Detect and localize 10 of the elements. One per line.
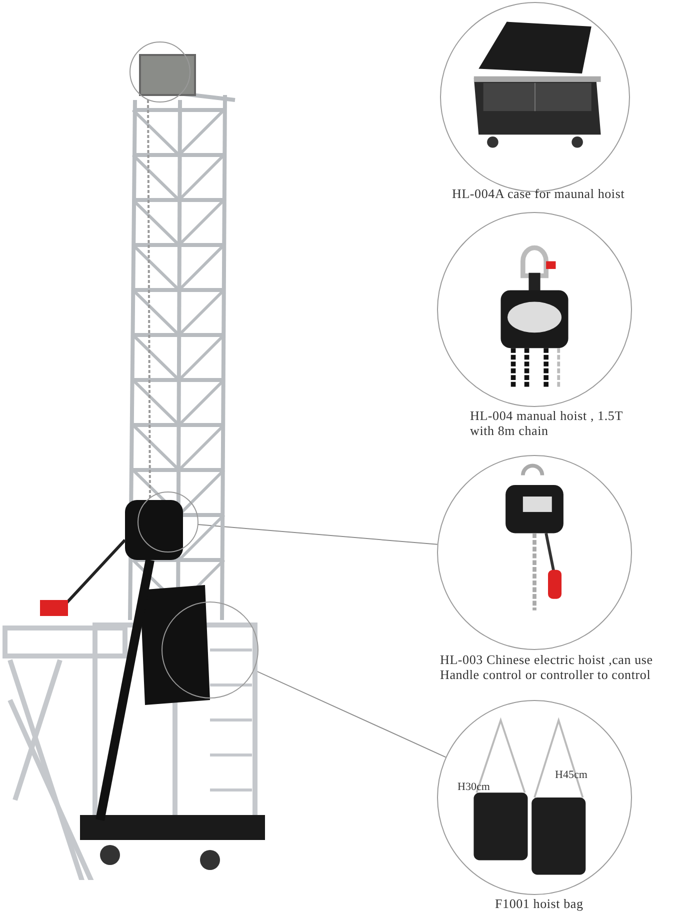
product-caption: HL-004 manual hoist , 1.5T with 8m chain <box>470 408 624 438</box>
product-caption: HL-004A case for maunal hoist <box>452 186 626 201</box>
detail-circle <box>162 602 258 698</box>
product-caption: HL-003 Chinese electric hoist ,can use Handle control or controller to control <box>440 652 654 682</box>
detail-circle <box>138 492 198 552</box>
dimension-label: H45cm <box>555 769 588 782</box>
dimension-label: H30cm <box>458 780 490 793</box>
leader-line <box>197 524 438 545</box>
detail-circle <box>130 42 190 102</box>
product-caption: F1001 hoist bag <box>495 896 584 911</box>
